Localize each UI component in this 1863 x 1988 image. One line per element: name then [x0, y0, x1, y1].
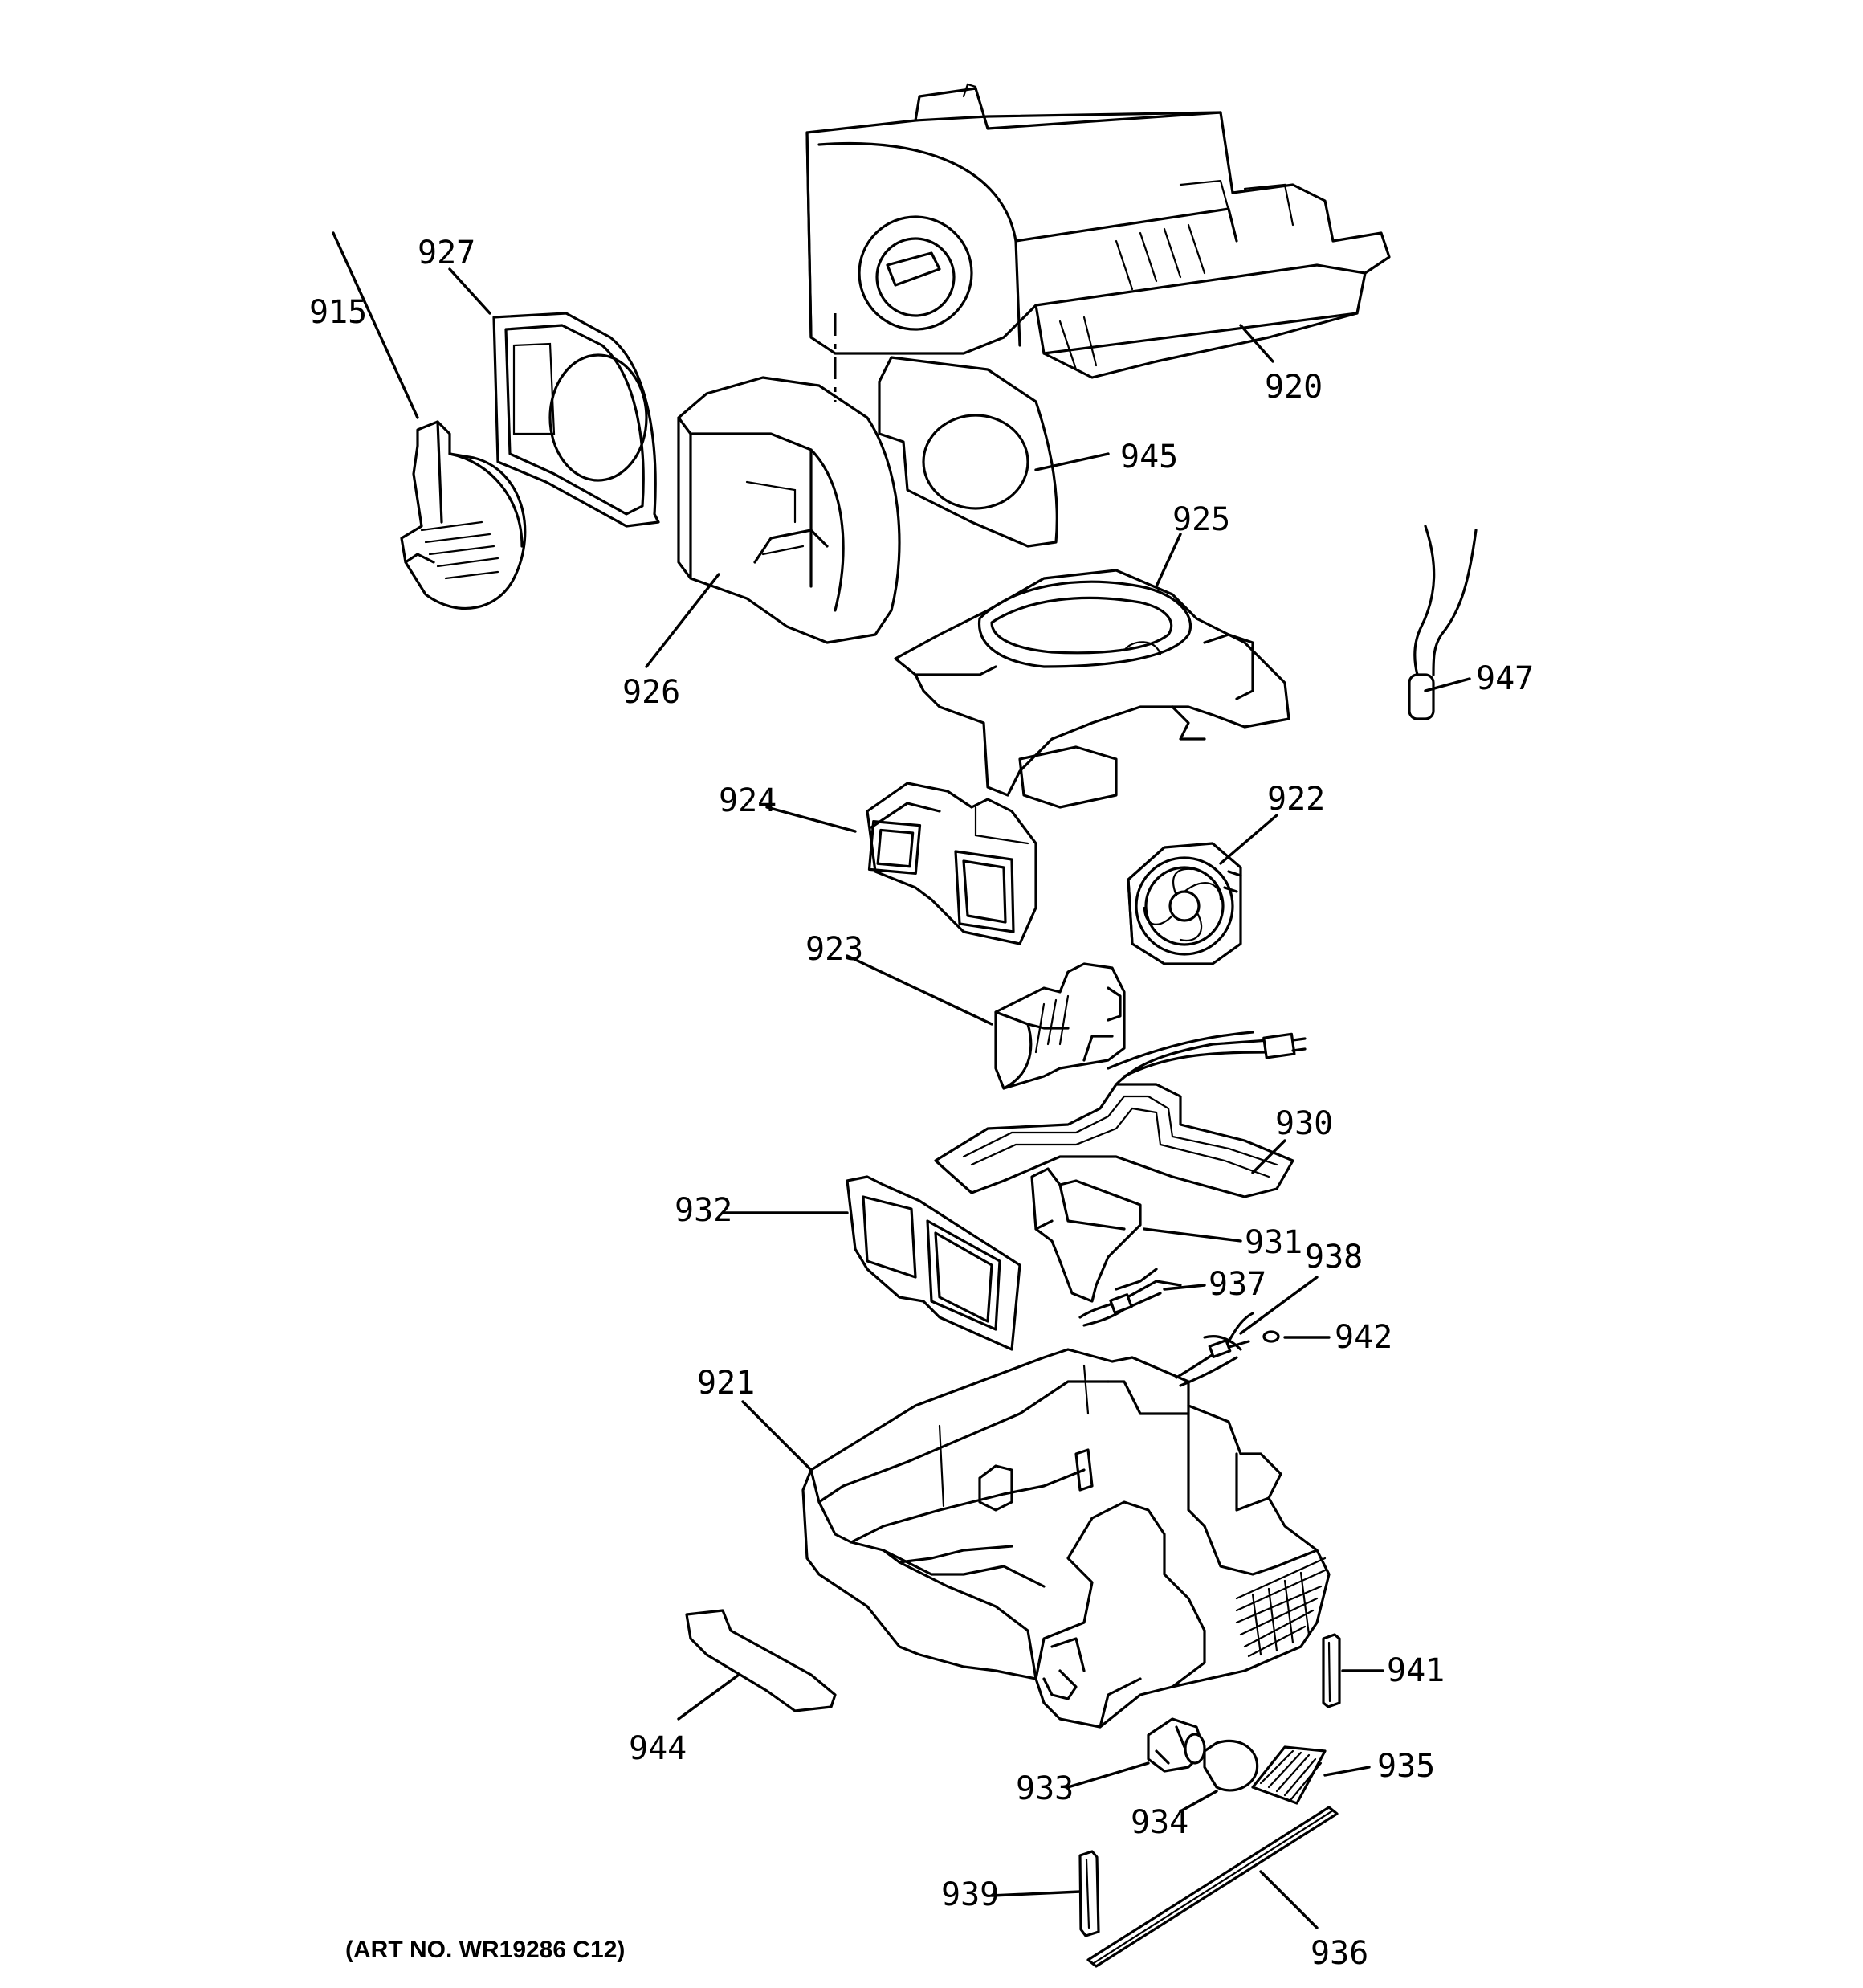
label-942: 942	[1335, 1319, 1392, 1356]
label-941: 941	[1387, 1652, 1445, 1689]
label-932: 932	[675, 1192, 732, 1229]
leader-938	[1239, 1276, 1319, 1335]
case-921	[801, 1348, 1331, 1729]
label-923: 923	[805, 931, 863, 968]
leader-937	[1163, 1284, 1206, 1291]
damper-frame-924	[866, 782, 1037, 945]
leader-936	[1259, 1870, 1319, 1929]
label-926: 926	[622, 674, 680, 711]
label-947: 947	[1476, 660, 1534, 697]
label-945: 945	[1120, 439, 1178, 476]
callout-labels: 915 927 920 945 925 926 947 924 922 923 …	[309, 235, 1534, 1972]
leader-923	[846, 954, 993, 1026]
pin-941	[1322, 1633, 1341, 1708]
leader-944	[677, 1673, 740, 1721]
leader-931	[1143, 1227, 1242, 1243]
leader-922	[1219, 814, 1278, 865]
thermistor-947	[1408, 525, 1478, 720]
leader-924	[765, 806, 857, 833]
plate-944	[685, 1609, 837, 1712]
leader-933	[1066, 1761, 1150, 1789]
leader-939	[990, 1890, 1082, 1897]
label-937: 937	[1209, 1266, 1266, 1303]
leader-925	[1155, 533, 1182, 588]
label-920: 920	[1265, 369, 1323, 406]
leader-926	[645, 573, 720, 668]
label-935: 935	[1377, 1748, 1435, 1785]
leader-921	[741, 1400, 813, 1472]
ice-maker-housing	[805, 83, 1391, 379]
leader-945	[1034, 452, 1110, 471]
gasket-927	[492, 312, 660, 528]
motor-923	[994, 962, 1126, 1090]
fan-922	[1127, 842, 1242, 965]
leader-915	[332, 231, 419, 419]
label-922: 922	[1267, 781, 1325, 818]
label-934: 934	[1131, 1804, 1188, 1841]
rail-936	[1086, 1806, 1339, 1968]
leader-lines	[332, 231, 1471, 1929]
harness-938	[1175, 1312, 1254, 1387]
fan-motor-cover	[400, 420, 527, 610]
label-944: 944	[629, 1730, 687, 1767]
socket-933	[1147, 1717, 1206, 1773]
label-931: 931	[1245, 1224, 1302, 1261]
grille-935	[1251, 1745, 1327, 1805]
label-936: 936	[1311, 1935, 1368, 1972]
art-number-caption: (ART NO. WR19286 C12)	[345, 1937, 625, 1963]
leader-947	[1424, 677, 1471, 692]
clip-942	[1262, 1330, 1280, 1343]
shield-931	[1030, 1167, 1142, 1303]
label-933: 933	[1016, 1770, 1074, 1807]
label-938: 938	[1305, 1239, 1363, 1276]
harness-937	[1078, 1268, 1182, 1327]
label-925: 925	[1172, 501, 1230, 538]
leader-935	[1323, 1766, 1371, 1777]
leader-934	[1179, 1790, 1218, 1813]
label-939: 939	[941, 1876, 999, 1913]
pin-939	[1078, 1850, 1100, 1937]
label-927: 927	[418, 235, 475, 271]
label-930: 930	[1275, 1105, 1333, 1142]
duct-926	[677, 376, 901, 644]
heater-930	[934, 1031, 1307, 1198]
leader-927	[448, 267, 491, 315]
label-921: 921	[697, 1365, 755, 1402]
leader-930	[1251, 1139, 1286, 1174]
bulb-934	[1203, 1739, 1259, 1792]
bracket-925	[894, 569, 1290, 809]
gasket-945	[878, 356, 1058, 548]
frame-932	[846, 1175, 1021, 1351]
label-924: 924	[719, 782, 777, 819]
leader-920	[1239, 324, 1274, 363]
label-915: 915	[309, 294, 367, 331]
